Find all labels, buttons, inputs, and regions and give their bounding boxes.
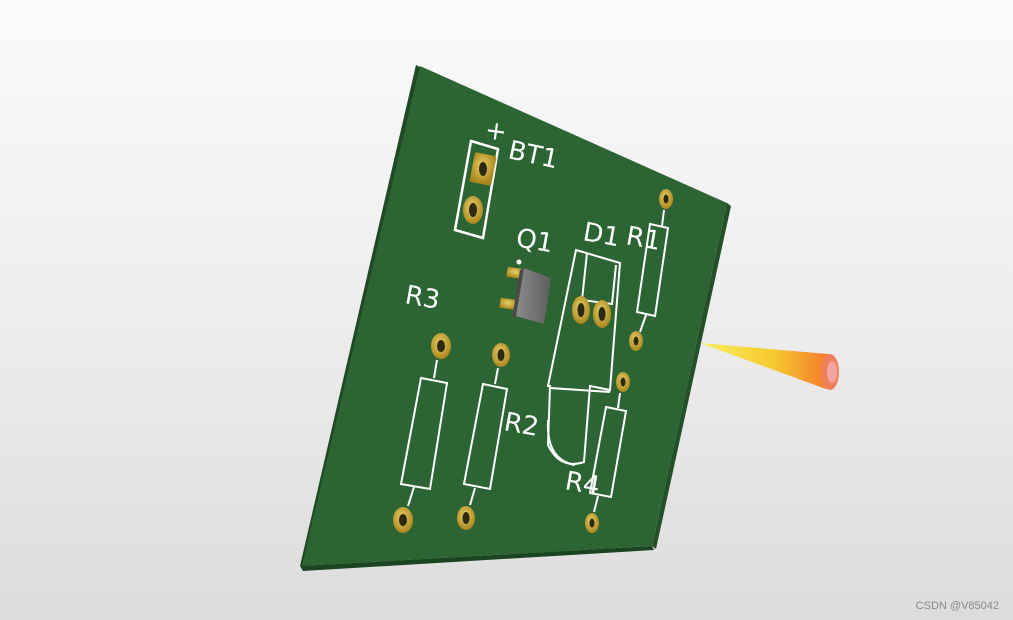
r4-pad-bottom-hole: [589, 518, 595, 528]
q1-body-side: [512, 268, 524, 318]
r2-component[interactable]: R2: [457, 343, 541, 530]
bt1-pad-hole: [479, 162, 487, 176]
bt1-outline: [453, 139, 500, 240]
d1-label: D1: [581, 217, 622, 253]
r1-body-outline: [635, 222, 670, 318]
d1-outline-inner: [580, 252, 617, 306]
r4-label: R4: [563, 466, 602, 502]
r3-pad-top-hole: [437, 340, 445, 352]
r3-label: R3: [403, 280, 442, 316]
r1-lead-top: [661, 209, 665, 227]
d1-component[interactable]: D1: [546, 217, 622, 466]
q1-label: Q1: [514, 223, 556, 259]
r2-pad-top-hole: [497, 349, 505, 361]
r2-body-outline: [462, 382, 509, 491]
r1-lead-bottom: [639, 314, 647, 333]
r2-label: R2: [502, 407, 541, 443]
light-beam-glow-icon: [827, 361, 837, 383]
r1-component[interactable]: R1: [624, 189, 673, 351]
r2-pad-bottom-hole: [462, 512, 470, 524]
r4-lead-top: [617, 392, 621, 409]
r4-lead-bottom: [593, 495, 599, 513]
r3-pad-bottom-hole: [399, 514, 407, 526]
watermark: CSDN @V85042: [915, 600, 999, 612]
d1-pad-1-hole: [577, 303, 585, 317]
r1-pad-top-hole: [663, 194, 669, 204]
q1-pin1-dot: [516, 259, 522, 265]
r1-label: R1: [624, 221, 663, 257]
d1-pad-2-hole: [598, 307, 606, 321]
r3-component[interactable]: R3: [393, 280, 451, 533]
r2-lead-top: [494, 367, 499, 385]
d1-dome: [546, 387, 611, 466]
q1-body: [516, 268, 551, 324]
bt1-pad-round-hole: [469, 203, 477, 217]
light-beam-icon: [700, 343, 834, 389]
r3-lead-bottom: [407, 486, 415, 507]
r3-lead-top: [433, 359, 438, 379]
r2-lead-bottom: [469, 487, 476, 506]
bt1-component[interactable]: + BT1: [453, 115, 561, 240]
r4-body-outline: [588, 405, 628, 499]
q1-component[interactable]: Q1: [499, 223, 555, 324]
r1-pad-bottom-hole: [633, 336, 639, 346]
q1-pad-bottom: [499, 297, 519, 311]
board-edge-bottom: [300, 546, 654, 571]
light-beam: [700, 343, 839, 390]
r3-body-outline: [399, 376, 449, 491]
r4-component[interactable]: R4: [563, 372, 630, 533]
r4-pad-top-hole: [620, 377, 626, 387]
board-right-edge: [652, 203, 731, 549]
bt1-polarity-label: +: [483, 115, 509, 148]
